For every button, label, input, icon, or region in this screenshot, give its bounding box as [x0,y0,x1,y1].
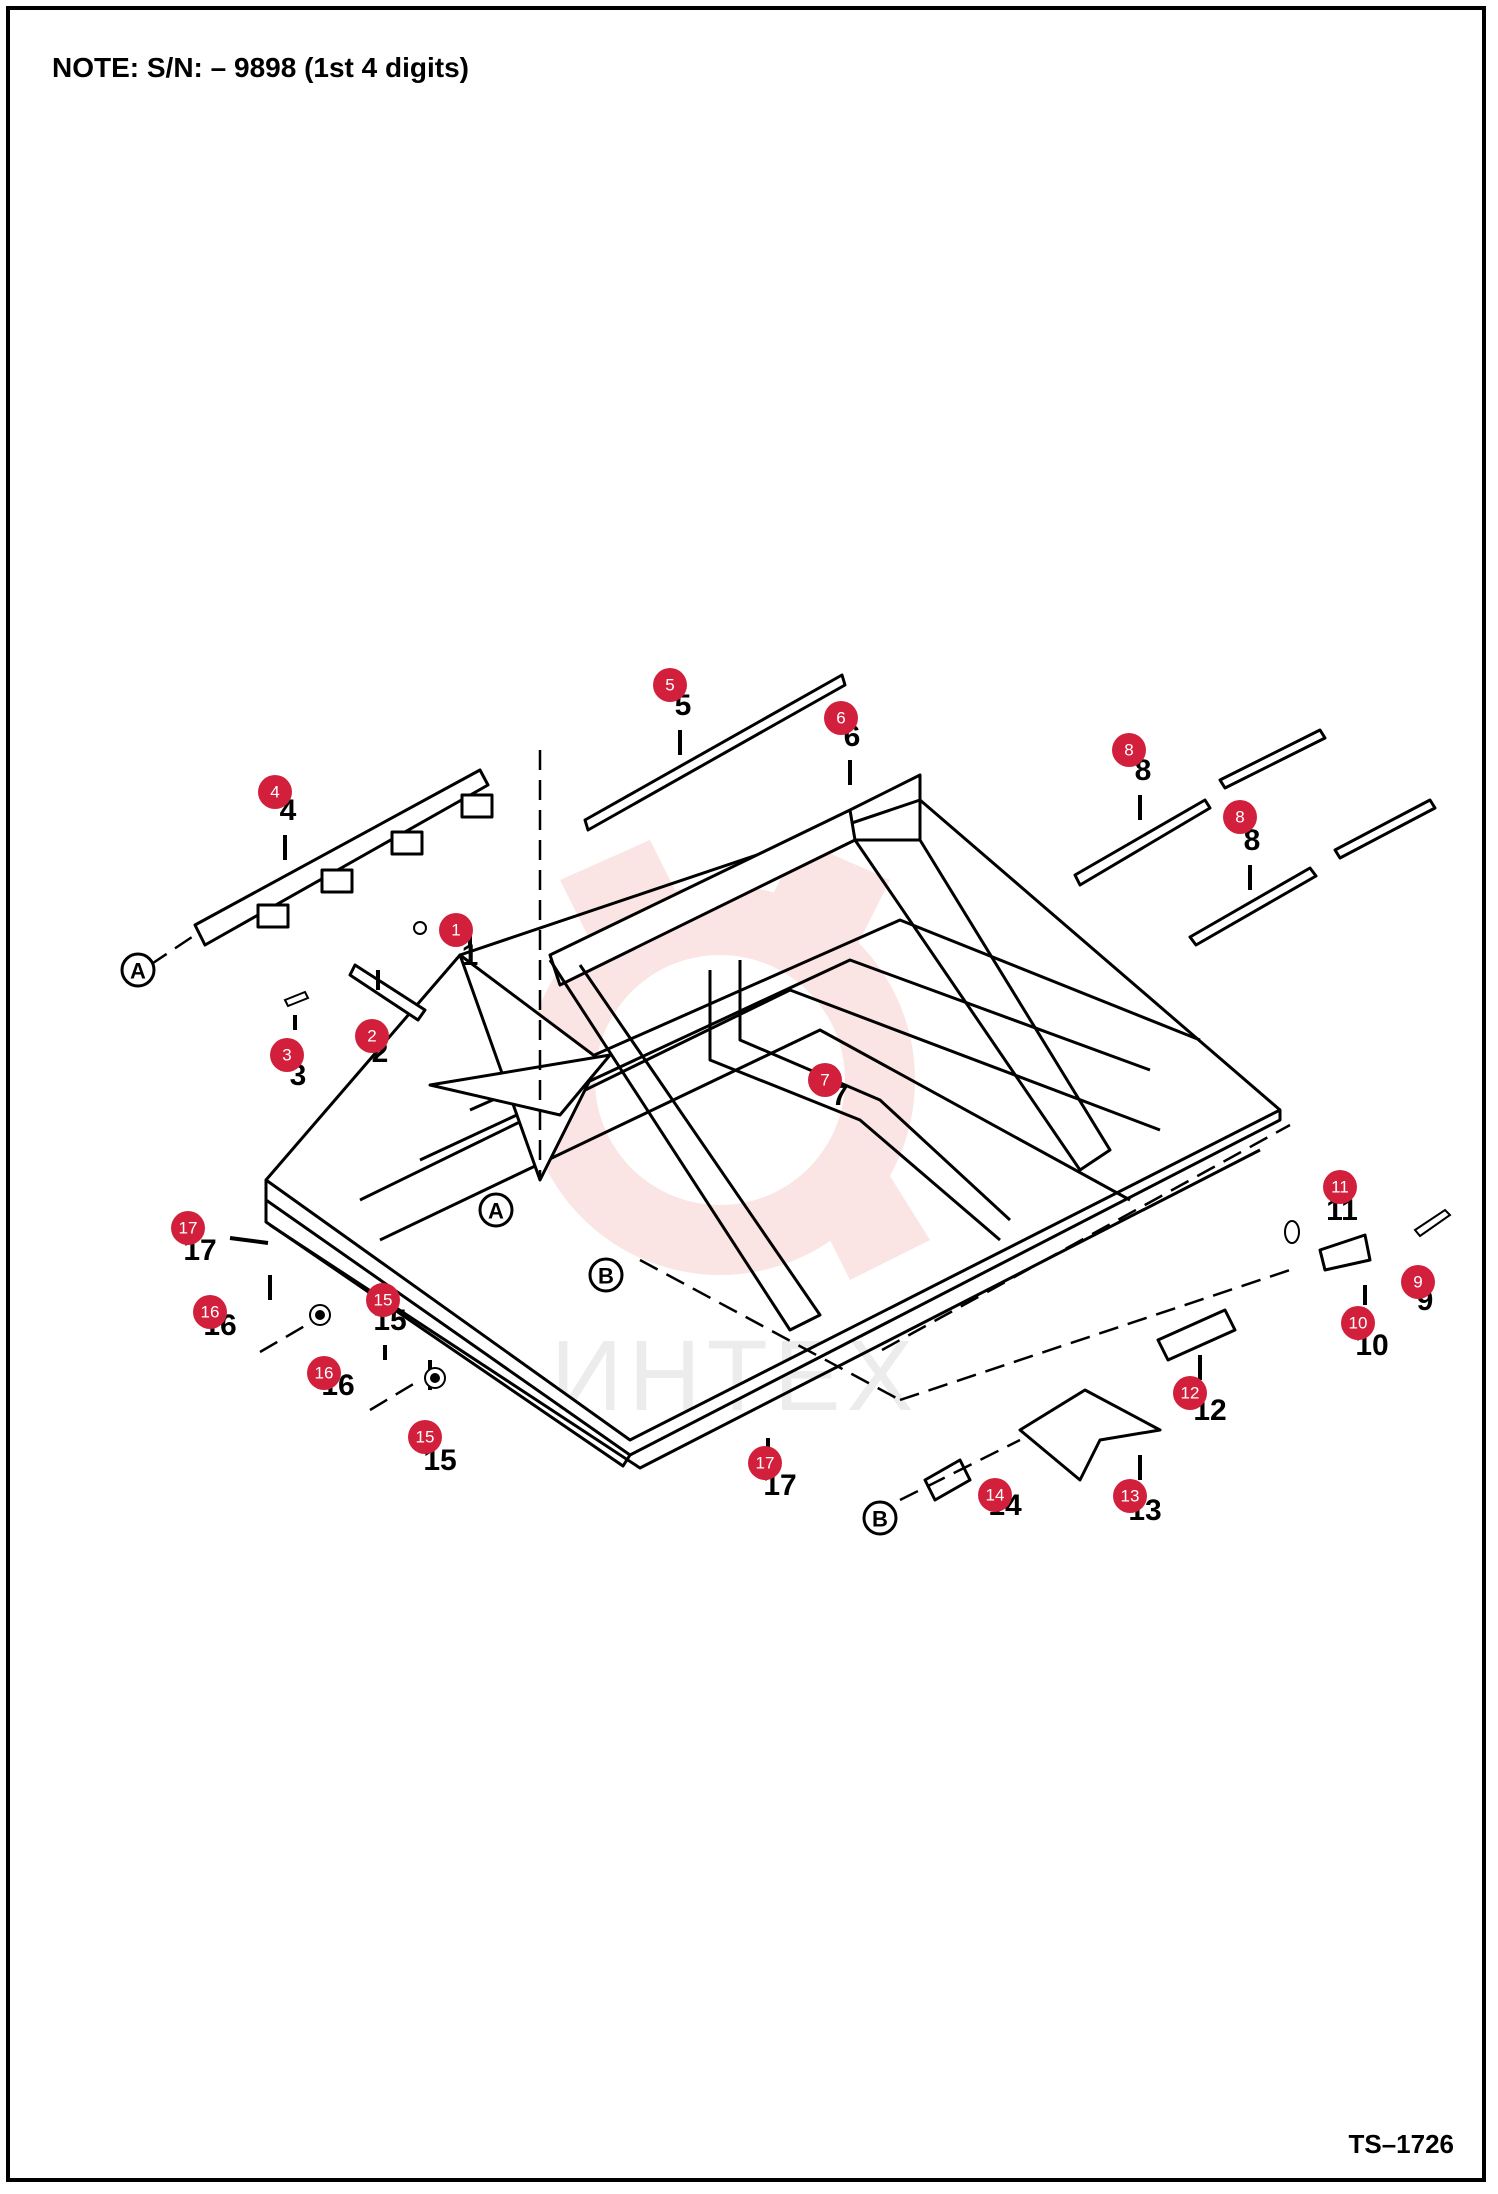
svg-text:3: 3 [282,1046,291,1065]
serial-number-note: NOTE: S/N: – 9898 (1st 4 digits) [52,52,469,83]
hardware-icons [283,921,1452,1389]
svg-text:2: 2 [367,1027,376,1046]
callout-8-upper[interactable]: 8 [1112,733,1146,767]
svg-text:6: 6 [836,709,845,728]
callout-8-lower[interactable]: 8 [1223,800,1257,834]
svg-text:16: 16 [201,1303,220,1322]
svg-text:B: B [872,1507,888,1532]
callout-1[interactable]: 1 [439,913,473,947]
svg-text:15: 15 [374,1291,393,1310]
svg-text:15: 15 [416,1428,435,1447]
callout-9[interactable]: 9 [1401,1265,1435,1299]
svg-text:17: 17 [756,1454,775,1473]
callout-16-right[interactable]: 16 [307,1356,341,1390]
drawing-frame [6,6,1486,2182]
svg-text:10: 10 [1349,1314,1368,1333]
callout-15-upper[interactable]: 15 [366,1283,400,1317]
svg-text:8: 8 [1244,824,1261,857]
reference-A-left: A [120,952,156,988]
callout-5[interactable]: 5 [653,668,687,702]
svg-text:1: 1 [462,939,479,972]
reference-markers: A A B B [120,952,898,1536]
part-number-labels: 5 6 4 8 8 1 2 3 7 17 11 9 16 15 10 16 12… [183,689,1433,1527]
callout-3[interactable]: 3 [270,1038,304,1072]
callout-13[interactable]: 13 [1113,1479,1147,1513]
svg-text:A: A [488,1199,504,1224]
svg-text:12: 12 [1181,1384,1200,1403]
svg-text:7: 7 [820,1071,829,1090]
svg-text:14: 14 [986,1486,1005,1505]
callout-15-lower[interactable]: 15 [408,1420,442,1454]
callout-4[interactable]: 4 [258,775,292,809]
frame-linework [193,673,1437,1502]
callout-6[interactable]: 6 [824,701,858,735]
callout-10[interactable]: 10 [1341,1306,1375,1340]
svg-text:B: B [598,1264,614,1289]
reference-B-deck: B [588,1257,624,1293]
reference-B-bottom: B [862,1500,898,1536]
callout-2[interactable]: 2 [355,1019,389,1053]
svg-text:16: 16 [315,1364,334,1383]
callout-11[interactable]: 11 [1323,1170,1357,1204]
reference-A-deck: A [478,1192,514,1228]
svg-text:4: 4 [270,783,279,802]
callout-16-left[interactable]: 16 [193,1295,227,1329]
svg-text:17: 17 [179,1219,198,1238]
svg-text:8: 8 [1124,741,1133,760]
leader-lines [149,750,1291,1502]
callout-17-right[interactable]: 17 [748,1446,782,1480]
callout-7[interactable]: 7 [808,1063,842,1097]
callout-14[interactable]: 14 [978,1478,1012,1512]
callout-17-left[interactable]: 17 [171,1211,205,1245]
drawing-code: TS–1726 [1348,2129,1454,2159]
svg-text:13: 13 [1121,1487,1140,1506]
svg-text:1: 1 [451,921,460,940]
svg-text:11: 11 [1331,1178,1349,1197]
svg-text:8: 8 [1235,808,1244,827]
svg-text:9: 9 [1413,1273,1422,1292]
svg-text:5: 5 [665,676,674,695]
svg-text:A: A [130,959,146,984]
callout-12[interactable]: 12 [1173,1376,1207,1410]
watermark-text: ИНТЕХ [551,1320,920,1432]
